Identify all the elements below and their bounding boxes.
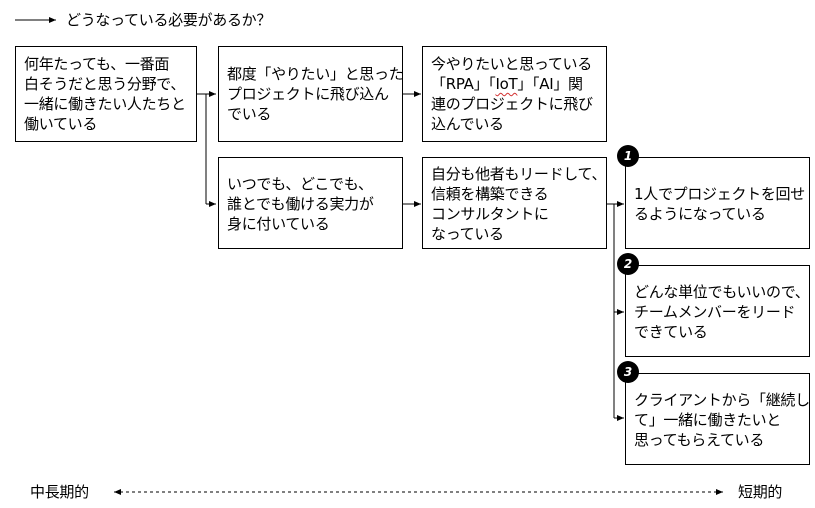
timeline-right-label: 短期的 — [738, 483, 783, 501]
rpa-iot-ai-line-pre: 「RPA」「 — [431, 75, 496, 93]
goal-3-line: て」一緒に働きたいと — [634, 411, 782, 429]
goal-3-line: クライアントから「継続し — [634, 391, 810, 409]
consultant-line: なっている — [431, 225, 504, 243]
consultant-box: 自分も他者もリードして、 信頼を構築できる コンサルタントに なっている — [422, 157, 607, 249]
goal-3-line: 思ってもらえている — [634, 431, 765, 449]
rpa-iot-ai-line-post: 」「AI」関 — [517, 75, 583, 93]
badge-3-icon: 3 — [617, 361, 639, 383]
goal-2-line: どんな単位でもいいので、 — [634, 283, 810, 301]
root-goal-line: 働いている — [24, 115, 98, 133]
consultant-line: コンサルタントに — [431, 205, 549, 223]
join-projects-line: でいる — [227, 105, 272, 123]
goal-2-box: どんな単位でもいいので、 チームメンバーをリード できている — [625, 265, 810, 357]
work-anywhere-line: いつでも、どこでも、 — [227, 175, 373, 193]
root-goal-line: 一緒に働きたい人たちと — [24, 95, 186, 113]
goal-1-line: 1人でプロジェクトを回せ — [634, 185, 805, 203]
rpa-iot-ai-line: 込んでいる — [431, 115, 504, 133]
rpa-iot-ai-line: 連のプロジェクトに飛び — [431, 95, 593, 113]
root-goal-line: 何年たっても、一番面 — [24, 55, 170, 73]
rpa-iot-ai-line: 今やりたいと思っている — [431, 55, 592, 73]
work-anywhere-line: 誰とでも働ける実力が — [227, 195, 374, 213]
root-goal-line: 白そうだと思う分野で、 — [24, 75, 186, 93]
iot-spellcheck-mark: IoT — [495, 75, 518, 93]
consultant-line: 信頼を構築できる — [431, 185, 549, 203]
root-goal-box: 何年たっても、一番面 白そうだと思う分野で、 一緒に働きたい人たちと 働いている — [15, 46, 197, 142]
goal-2-line: チームメンバーをリード — [634, 303, 796, 321]
work-anywhere-line: 身に付いている — [227, 215, 330, 233]
rpa-iot-ai-line: 「RPA」「IoT」「AI」関 — [431, 74, 600, 94]
work-anywhere-box: いつでも、どこでも、 誰とでも働ける実力が 身に付いている — [218, 157, 403, 249]
goal-1-line: るようになっている — [634, 205, 766, 223]
timeline-left-label: 中長期的 — [30, 483, 89, 501]
rpa-iot-ai-box: 今やりたいと思っている 「RPA」「IoT」「AI」関 連のプロジェクトに飛び … — [422, 46, 607, 142]
consultant-line: 自分も他者もリードして、 — [431, 165, 607, 183]
badge-2-icon: 2 — [617, 253, 639, 275]
join-projects-box: 都度「やりたい」と思った プロジェクトに飛び込ん でいる — [218, 46, 404, 142]
join-projects-line: プロジェクトに飛び込ん — [227, 85, 389, 103]
legend-text: どうなっている必要があるか？ — [66, 11, 272, 29]
goal-2-line: できている — [634, 323, 708, 341]
goal-3-box: クライアントから「継続し て」一緒に働きたいと 思ってもらえている — [625, 373, 810, 465]
join-projects-line: 都度「やりたい」と思った — [227, 65, 404, 83]
goal-1-box: 1人でプロジェクトを回せ るようになっている — [625, 157, 810, 249]
badge-1-icon: 1 — [617, 145, 639, 167]
